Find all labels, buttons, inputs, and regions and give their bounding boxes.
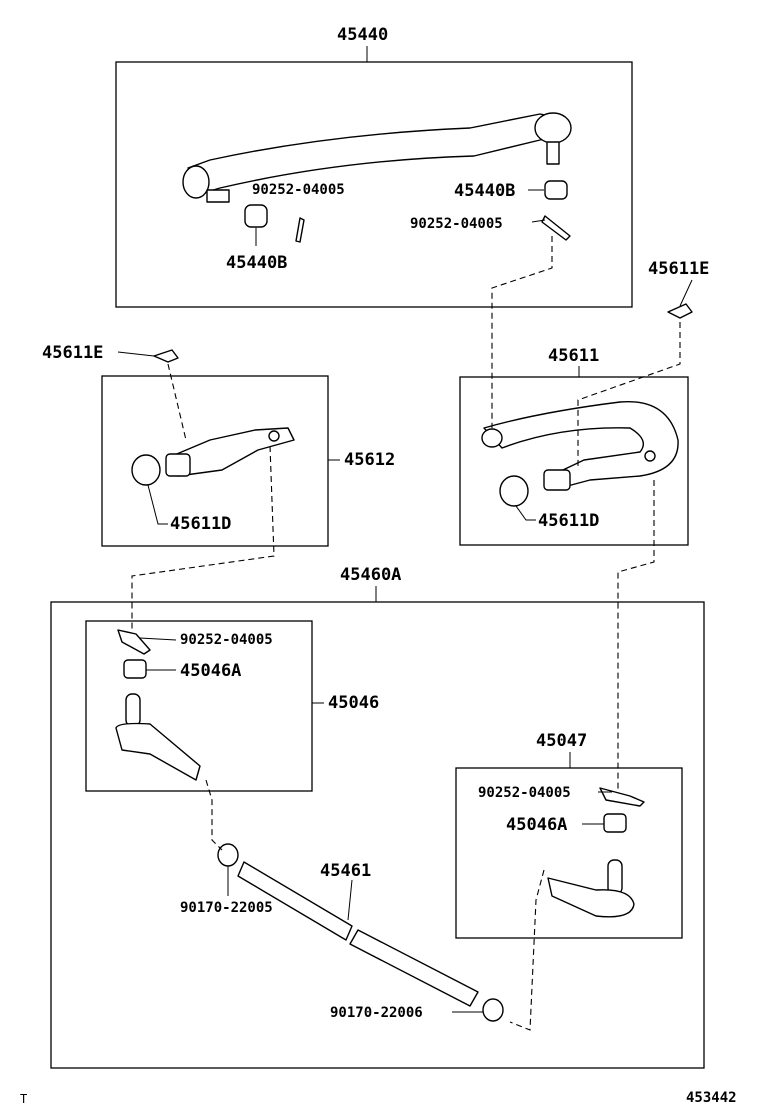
label-cotter-pin-b: 90252-04005: [410, 216, 503, 232]
label-clamp-a: 90170-22005: [180, 900, 273, 916]
label-nut-b: 45046A: [506, 815, 567, 835]
box-45440: [115, 61, 633, 308]
tie-rod-end-left-illustration: [115, 629, 201, 781]
label-nut-a: 45046A: [180, 661, 241, 681]
tie-rod-tube-illustration: [217, 843, 504, 1022]
label-bushing-a: 45440B: [226, 253, 287, 273]
label-key-b: 45611E: [648, 259, 709, 279]
label-45611: 45611: [548, 346, 599, 366]
drag-link-illustration: [182, 112, 572, 243]
label-bushing-b: 45440B: [454, 181, 515, 201]
label-cotter-pin-c: 90252-04005: [180, 632, 273, 648]
label-45460A: 45460A: [340, 565, 401, 585]
label-seal-a: 45611D: [170, 514, 231, 534]
label-45047: 45047: [536, 731, 587, 751]
label-45046: 45046: [328, 693, 379, 713]
label-key-a: 45611E: [42, 343, 103, 363]
label-cotter-pin-a: 90252-04005: [252, 182, 345, 198]
box-45047: [455, 767, 683, 939]
knuckle-arm-left-illustration: [131, 427, 295, 486]
box-45612: [101, 375, 329, 547]
label-45612: 45612: [344, 450, 395, 470]
box-45460A: [50, 601, 705, 1069]
box-45046: [85, 620, 313, 792]
box-45611: [459, 376, 689, 546]
key-right-icon: [667, 303, 693, 319]
label-clamp-b: 90170-22006: [330, 1005, 423, 1021]
diagram-code: 453442: [686, 1090, 737, 1106]
label-45461: 45461: [320, 861, 371, 881]
key-left-icon: [153, 349, 179, 363]
tie-rod-end-right-illustration: [547, 787, 645, 918]
knuckle-arm-right-illustration: [481, 400, 679, 507]
label-45440: 45440: [337, 25, 388, 45]
label-seal-b: 45611D: [538, 511, 599, 531]
footer-left-mark: T: [20, 1092, 27, 1106]
label-cotter-pin-d: 90252-04005: [478, 785, 571, 801]
